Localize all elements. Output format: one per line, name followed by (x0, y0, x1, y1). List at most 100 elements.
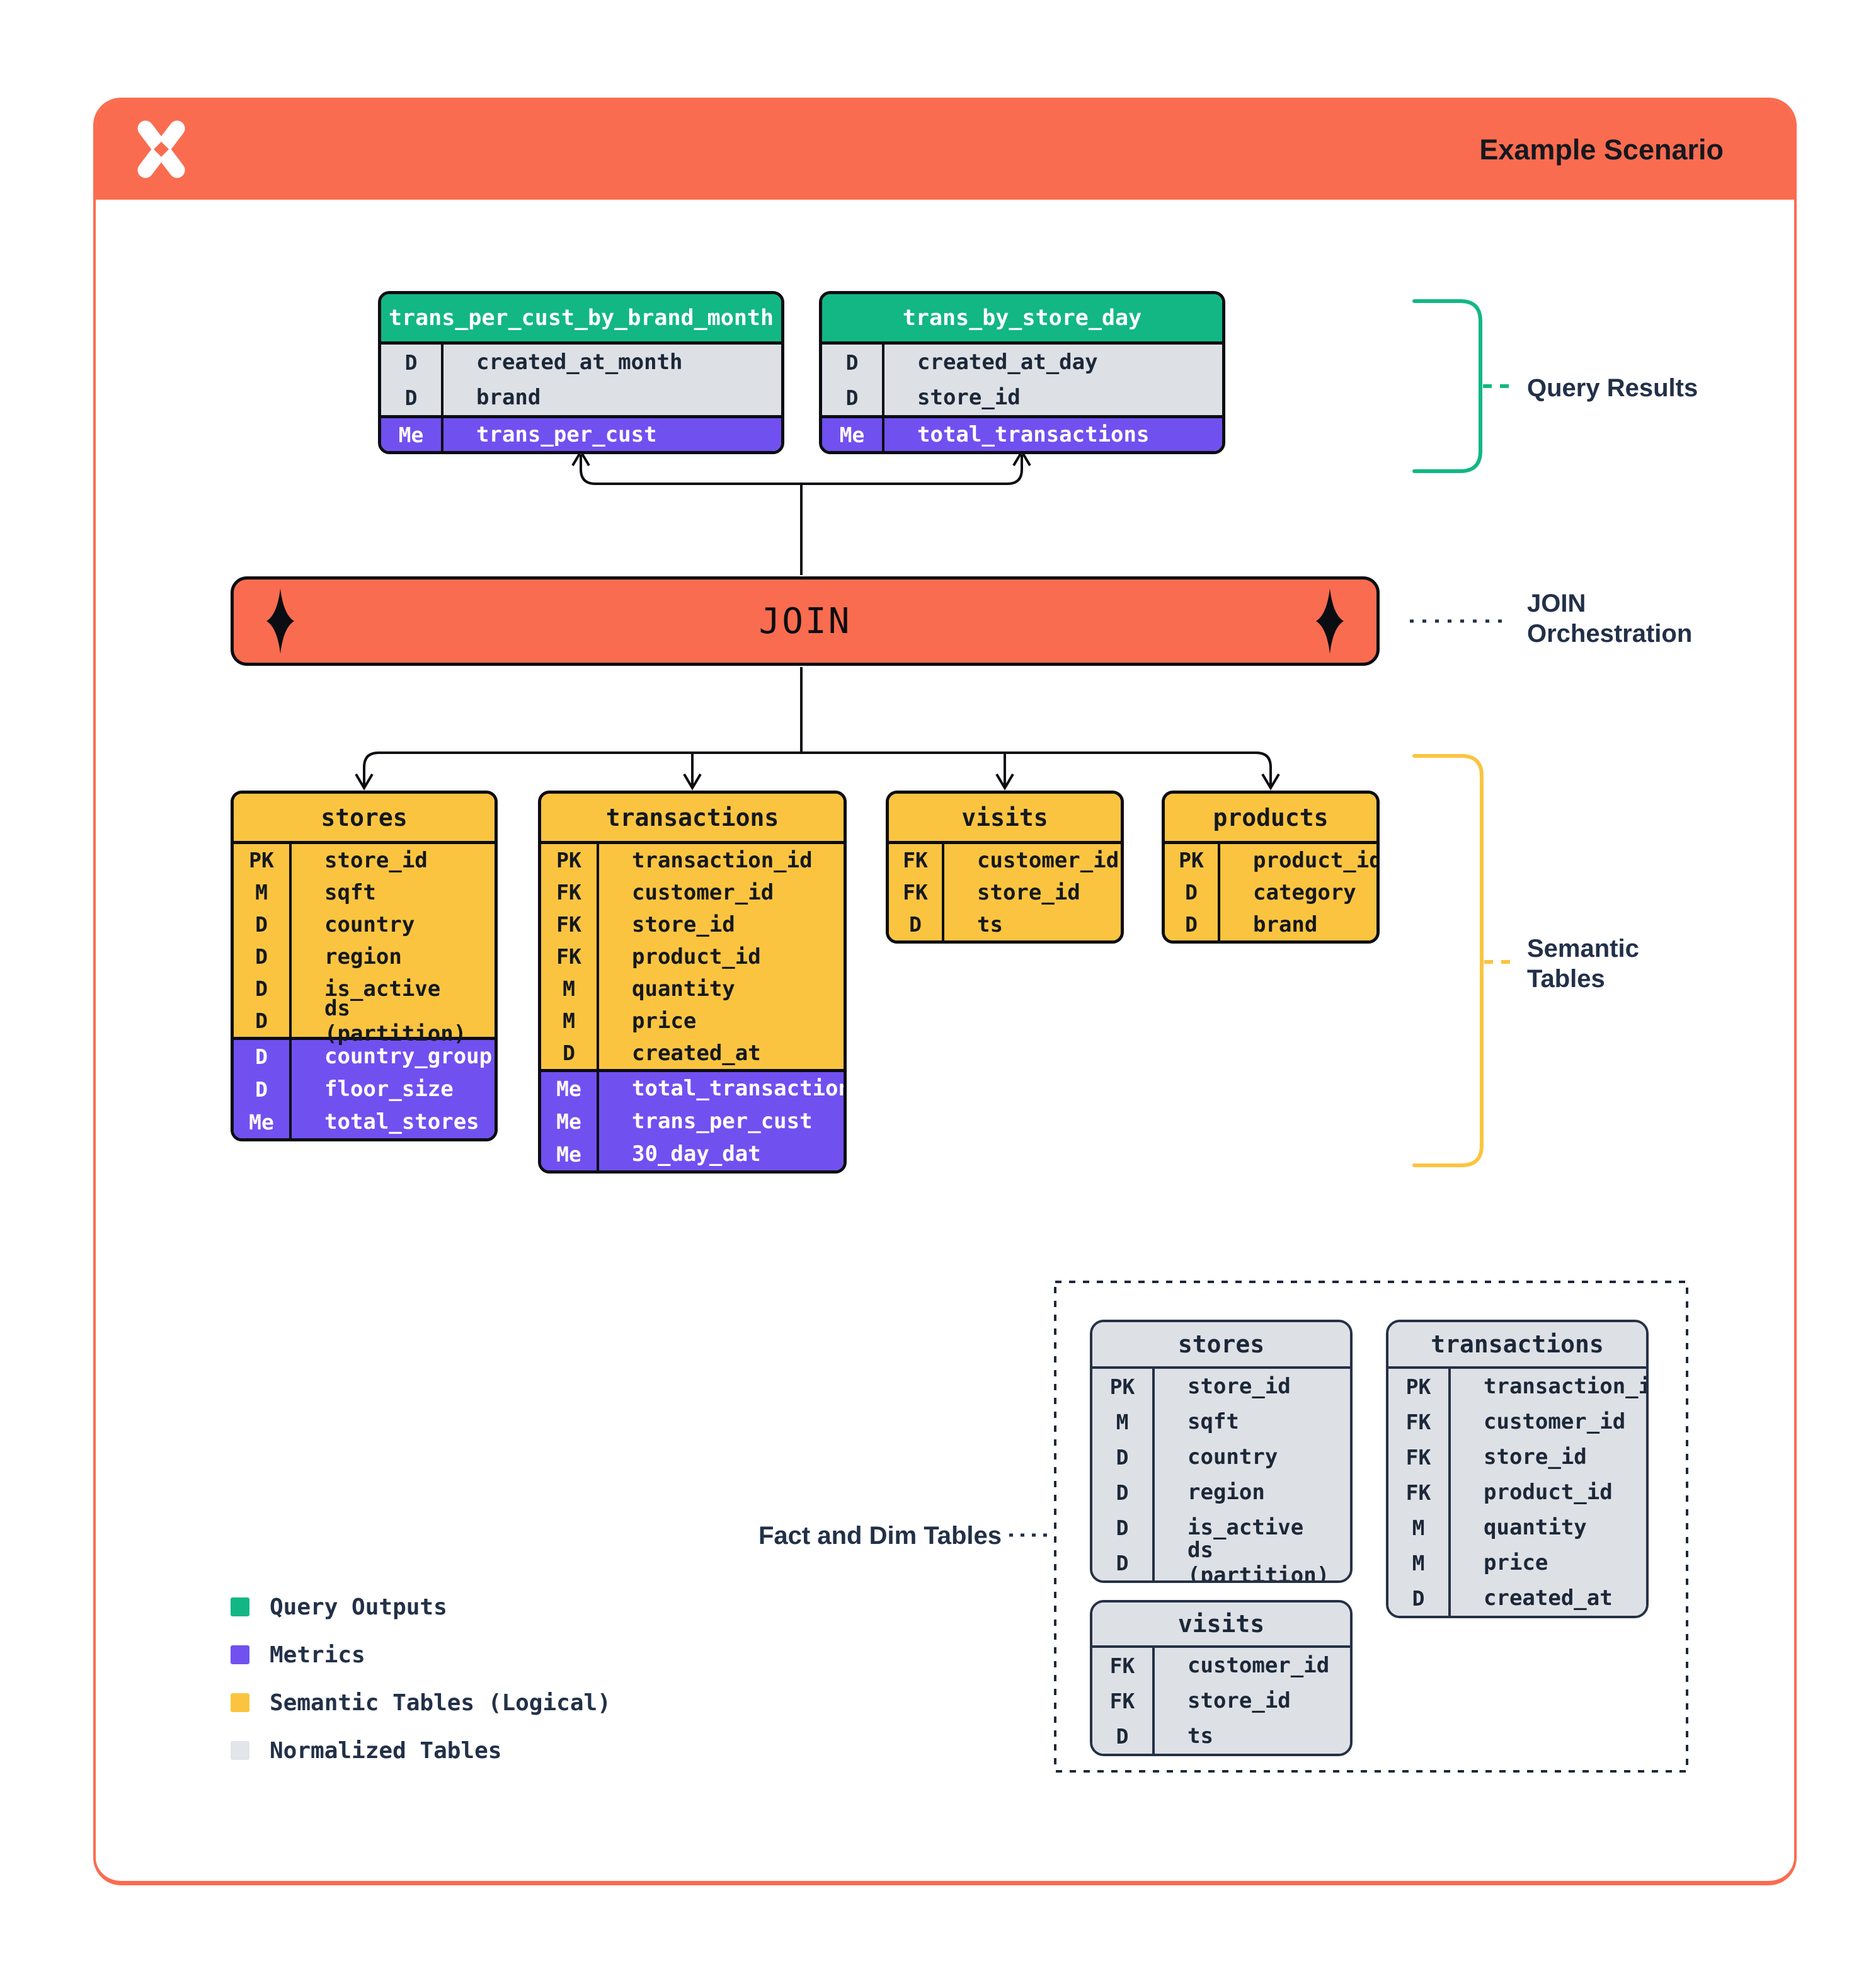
column-type: M (255, 880, 268, 905)
semantic-tables-swatch (231, 1693, 249, 1712)
column-name: created_at_month (441, 345, 781, 380)
column-type: FK (1109, 1653, 1135, 1678)
column-name: sqft (289, 876, 495, 908)
column-name: transaction_id (597, 844, 844, 876)
normalized-tables-swatch (231, 1741, 249, 1760)
semantic-tables-bracket (1412, 754, 1484, 1167)
legend-label: Semantic Tables (Logical) (270, 1689, 611, 1716)
column-name: is_active (1152, 1510, 1350, 1545)
column-name: quantity (597, 973, 844, 1005)
legend-item-metrics: Metrics (231, 1642, 611, 1668)
join-orchestration-line2: Orchestration (1527, 620, 1693, 648)
fact-dim-label: Fact and Dim Tables (758, 1522, 1002, 1550)
table-title: transactions (1388, 1322, 1646, 1369)
column-name: trans_per_cust (597, 1105, 844, 1138)
column-type: D (404, 385, 418, 410)
column-name: product_id (1218, 844, 1376, 876)
column-name: 30_day_dat (597, 1138, 844, 1170)
column-type: M (1116, 1409, 1129, 1434)
column-name: country (289, 908, 495, 940)
column-name: total_transactions (597, 1072, 844, 1105)
query-results-label: Query Results (1527, 374, 1698, 402)
column-type: FK (903, 848, 928, 872)
column-type: D (909, 912, 922, 937)
column-name: quantity (1448, 1510, 1646, 1545)
legend-label: Normalized Tables (270, 1737, 502, 1764)
column-type: M (563, 976, 575, 1001)
column-name: ds (partition) (1152, 1538, 1350, 1580)
column-name: store_id (1152, 1683, 1350, 1718)
column-name: trans_per_cust (441, 418, 781, 451)
arrowhead-down-transactions (683, 773, 702, 791)
column-name: brand (441, 380, 781, 415)
column-name: store_id (1448, 1439, 1646, 1475)
column-name: country (1152, 1439, 1350, 1475)
column-name: price (597, 1005, 844, 1037)
column-type: D (1116, 1444, 1129, 1470)
semantic-tables-label: Semantic Tables (1527, 934, 1639, 994)
column-type: Me (556, 1076, 581, 1101)
column-type: D (1412, 1585, 1425, 1611)
column-type: D (1185, 912, 1198, 937)
fact-dim-box (1054, 1281, 1688, 1773)
column-type: PK (249, 848, 274, 872)
column-type: FK (556, 944, 581, 969)
column-type: D (255, 1077, 268, 1102)
column-name: customer_id (942, 844, 1121, 876)
query-results-bracket (1412, 299, 1482, 473)
column-type: FK (1405, 1480, 1431, 1505)
column-type: D (1185, 880, 1198, 905)
arrowhead-down-products (1261, 773, 1280, 791)
column-type: D (1116, 1515, 1129, 1540)
column-name: created_at (1448, 1580, 1646, 1616)
column-name: floor_size (289, 1073, 495, 1105)
column-type: M (563, 1008, 575, 1033)
column-name: ds (partition) (289, 996, 495, 1046)
column-type: D (255, 912, 268, 937)
table-title: products (1165, 794, 1376, 844)
column-name: store_id (1152, 1369, 1350, 1404)
column-name: created_at (597, 1037, 844, 1069)
table-title: transactions (541, 794, 844, 844)
column-name: ts (942, 908, 1121, 940)
column-name: total_stores (289, 1105, 495, 1138)
query-outputs-swatch (231, 1597, 249, 1616)
column-type: PK (1109, 1374, 1135, 1399)
table-row: PK store_id (234, 844, 495, 876)
table-row: FK customer_id (889, 844, 1121, 876)
four-point-star-icon (1316, 588, 1344, 654)
table-row: PK store_id (1092, 1369, 1350, 1404)
column-type: PK (1405, 1374, 1431, 1399)
column-name: store_id (289, 844, 495, 876)
column-type: M (1412, 1550, 1425, 1575)
